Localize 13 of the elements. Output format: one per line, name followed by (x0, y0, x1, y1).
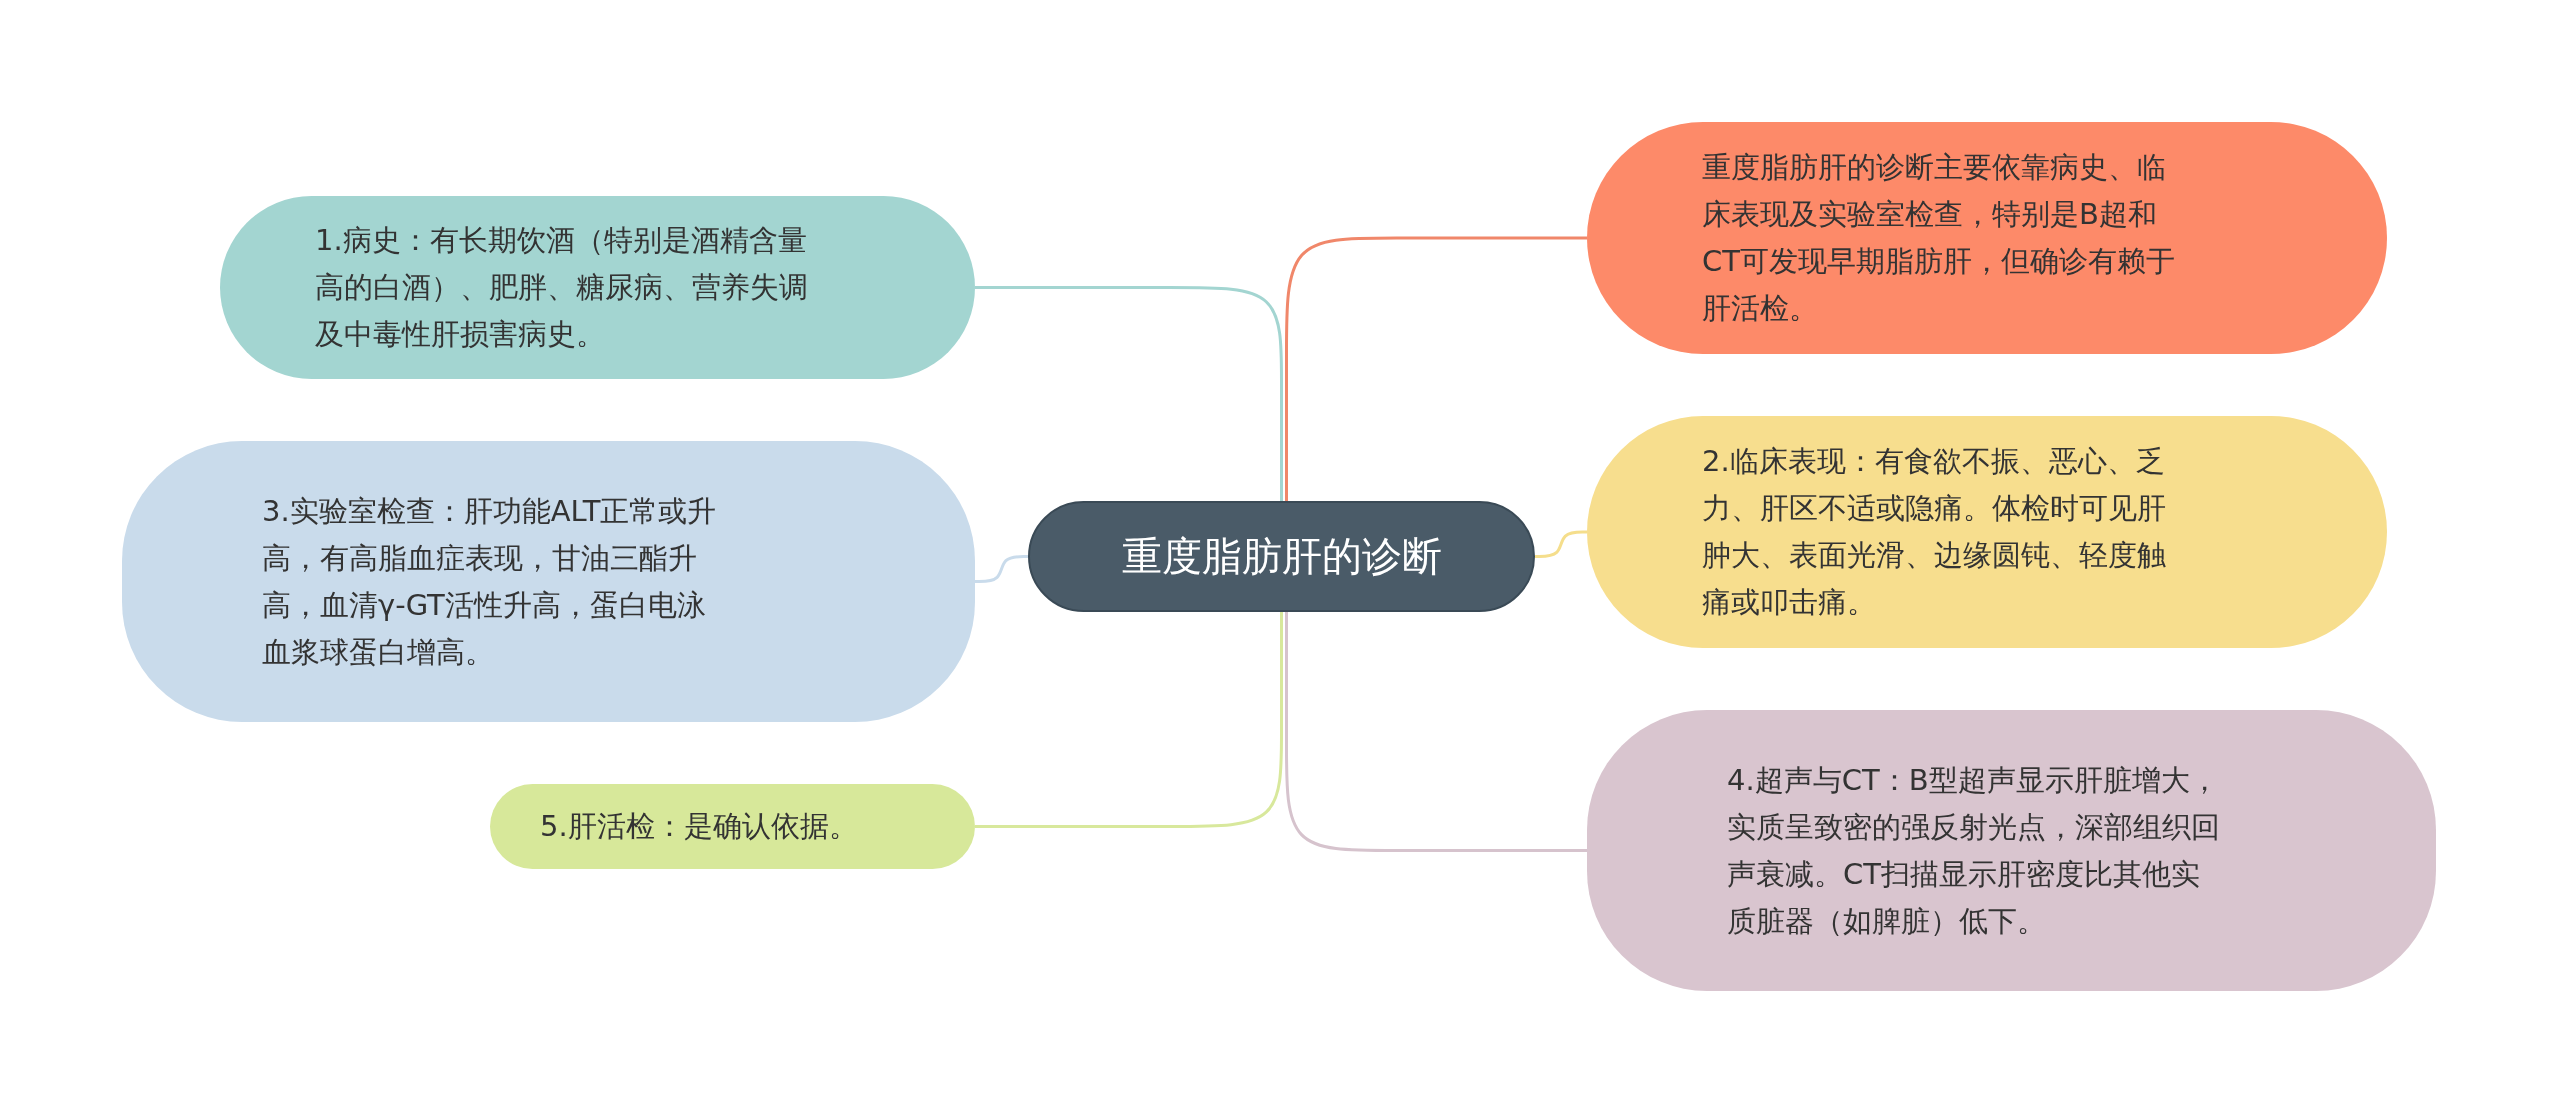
connector-curve (1285, 612, 1587, 852)
topic-text: 4.超声与CT：B型超声显示肝脏增大，实质呈致密的强反射光点，深部组织回声衰减。CT扫描显示肝密度比其他实质脏器（如脾脏）低下。 (1727, 761, 2221, 940)
connector-curve (975, 286, 1283, 501)
connector-curve (975, 612, 1283, 828)
connector-curve (1535, 530, 1587, 558)
connector-curve (1285, 236, 1587, 501)
topic-text: 5.肝活检：是确认依据。 (540, 808, 859, 845)
topic-text: 重度脂肪肝的诊断主要依靠病史、临床表现及实验室检查，特别是B超和CT可发现早期脂肪肝，但确诊有赖于肝活检。 (1702, 149, 2176, 327)
topic-text: 1.病史：有长期饮酒（特别是酒精含量高的白酒）、肥胖、糖尿病、营养失调及中毒性肝损害病史。 (315, 222, 809, 353)
topic-text: 3.实验室检查：肝功能ALT正常或升高，有高脂血症表现，甘油三酯升高，血清γ-GT活性升高，蛋白电泳血浆球蛋白增高。 (262, 492, 718, 671)
topic-title: 重度脂肪肝的诊断 (1120, 533, 1443, 580)
topic-text: 2.临床表现：有食欲不振、恶心、乏力、肝区不适或隐痛。体检时可见肝肿大、表面光滑、边缘圆钝、轻度触痛或叩击痛。 (1702, 443, 2167, 621)
connector-curve (975, 555, 1028, 583)
